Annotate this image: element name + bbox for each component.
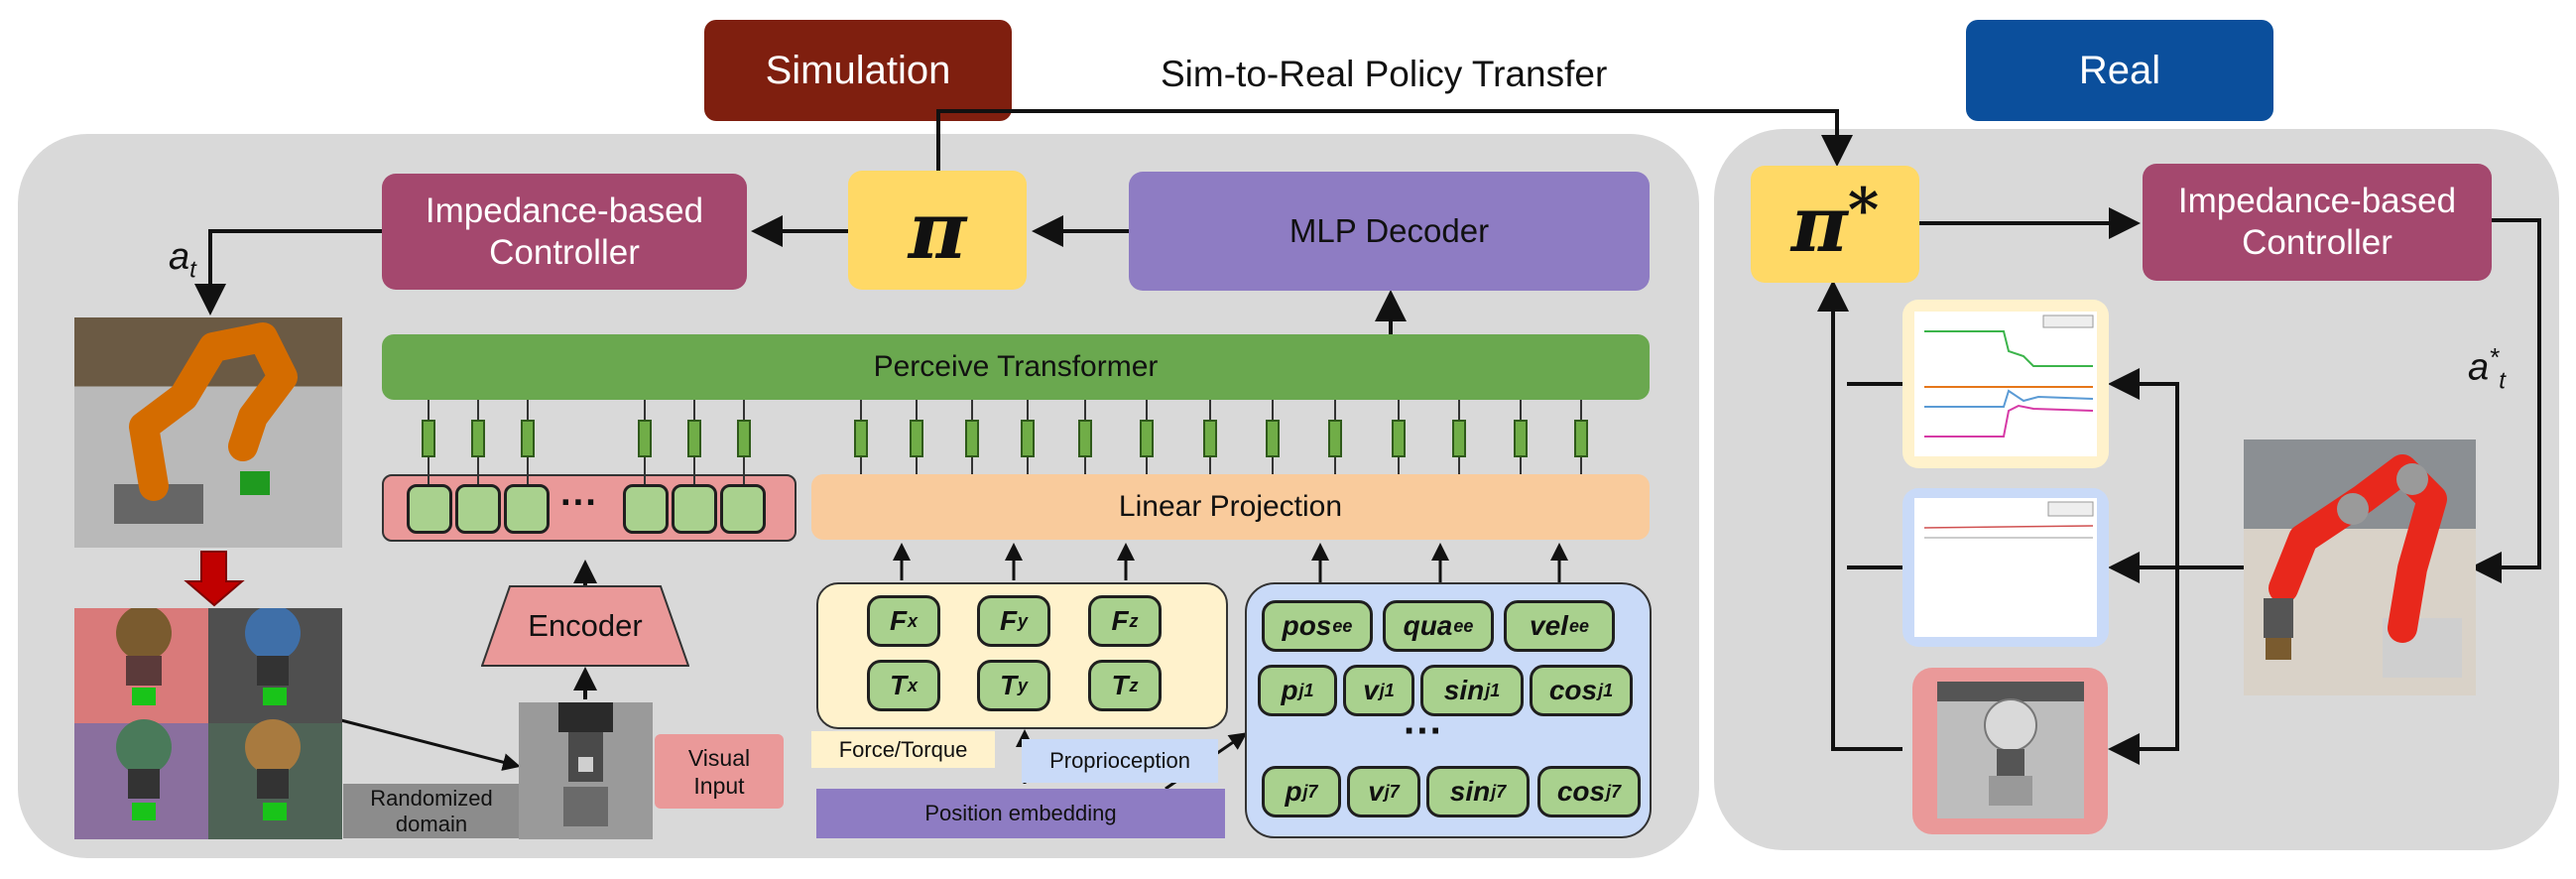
proprio-ellipsis: ···: [1404, 709, 1443, 753]
visual-token: [623, 484, 669, 534]
transfer-label: Sim-to-Real Policy Transfer: [1161, 54, 1608, 94]
visual-input-image: [519, 702, 653, 839]
sim-controller-label: Impedance-based Controller: [425, 190, 704, 272]
down-arrow-icon: [184, 551, 245, 607]
real-header-label: Real: [2078, 48, 2161, 92]
sim-controller: Impedance-based Controller: [382, 174, 747, 290]
real-policy-symbol: π: [1790, 179, 1848, 270]
visual-token: [720, 484, 766, 534]
sim-robot-image: [74, 317, 342, 548]
force-torque-label: Force/Torque: [811, 731, 995, 768]
sim-policy: π: [848, 171, 1027, 290]
real-header: Real: [1966, 20, 2273, 121]
encoder: Encoder: [481, 585, 689, 667]
position-embedding: Position embedding: [816, 789, 1225, 838]
proprioception-label: Proprioception: [1022, 739, 1218, 783]
linear-projection: Linear Projection: [811, 474, 1650, 540]
visual-token: [455, 484, 501, 534]
perceive-transformer: Perceive Transformer: [382, 334, 1650, 400]
simulation-header-label: Simulation: [765, 48, 951, 92]
visual-input-label: Visual Input: [655, 734, 784, 809]
real-robot-image: [2244, 440, 2476, 695]
sim-policy-symbol: π: [908, 184, 967, 277]
visual-token-ellipsis: ···: [560, 482, 598, 524]
visual-token: [504, 484, 550, 534]
sim-action-label: at: [169, 236, 196, 284]
mlp-decoder-label: MLP Decoder: [1288, 212, 1490, 249]
simulation-header: Simulation: [704, 20, 1012, 121]
real-action-label: a*t: [2468, 342, 2506, 395]
linear-projection-label: Linear Projection: [1118, 490, 1343, 523]
mlp-decoder: MLP Decoder: [1129, 172, 1650, 291]
visual-token: [672, 484, 717, 534]
randomized-domain-label: Randomized domain: [343, 784, 520, 838]
real-force-plot: [1902, 300, 2109, 468]
randomized-domain-images: [74, 608, 342, 839]
encoder-outline: [481, 585, 689, 667]
real-controller: Impedance-based Controller: [2143, 164, 2492, 281]
real-policy-star: *: [1847, 176, 1880, 245]
encoder-label: Encoder: [528, 608, 643, 643]
real-proprio-plot: [1902, 488, 2109, 647]
visual-token: [407, 484, 452, 534]
real-controller-label: Impedance-based Controller: [2177, 182, 2457, 262]
real-policy: π *: [1751, 166, 1919, 283]
perceive-transformer-label: Perceive Transformer: [873, 350, 1159, 383]
real-camera-image: [1912, 668, 2108, 834]
